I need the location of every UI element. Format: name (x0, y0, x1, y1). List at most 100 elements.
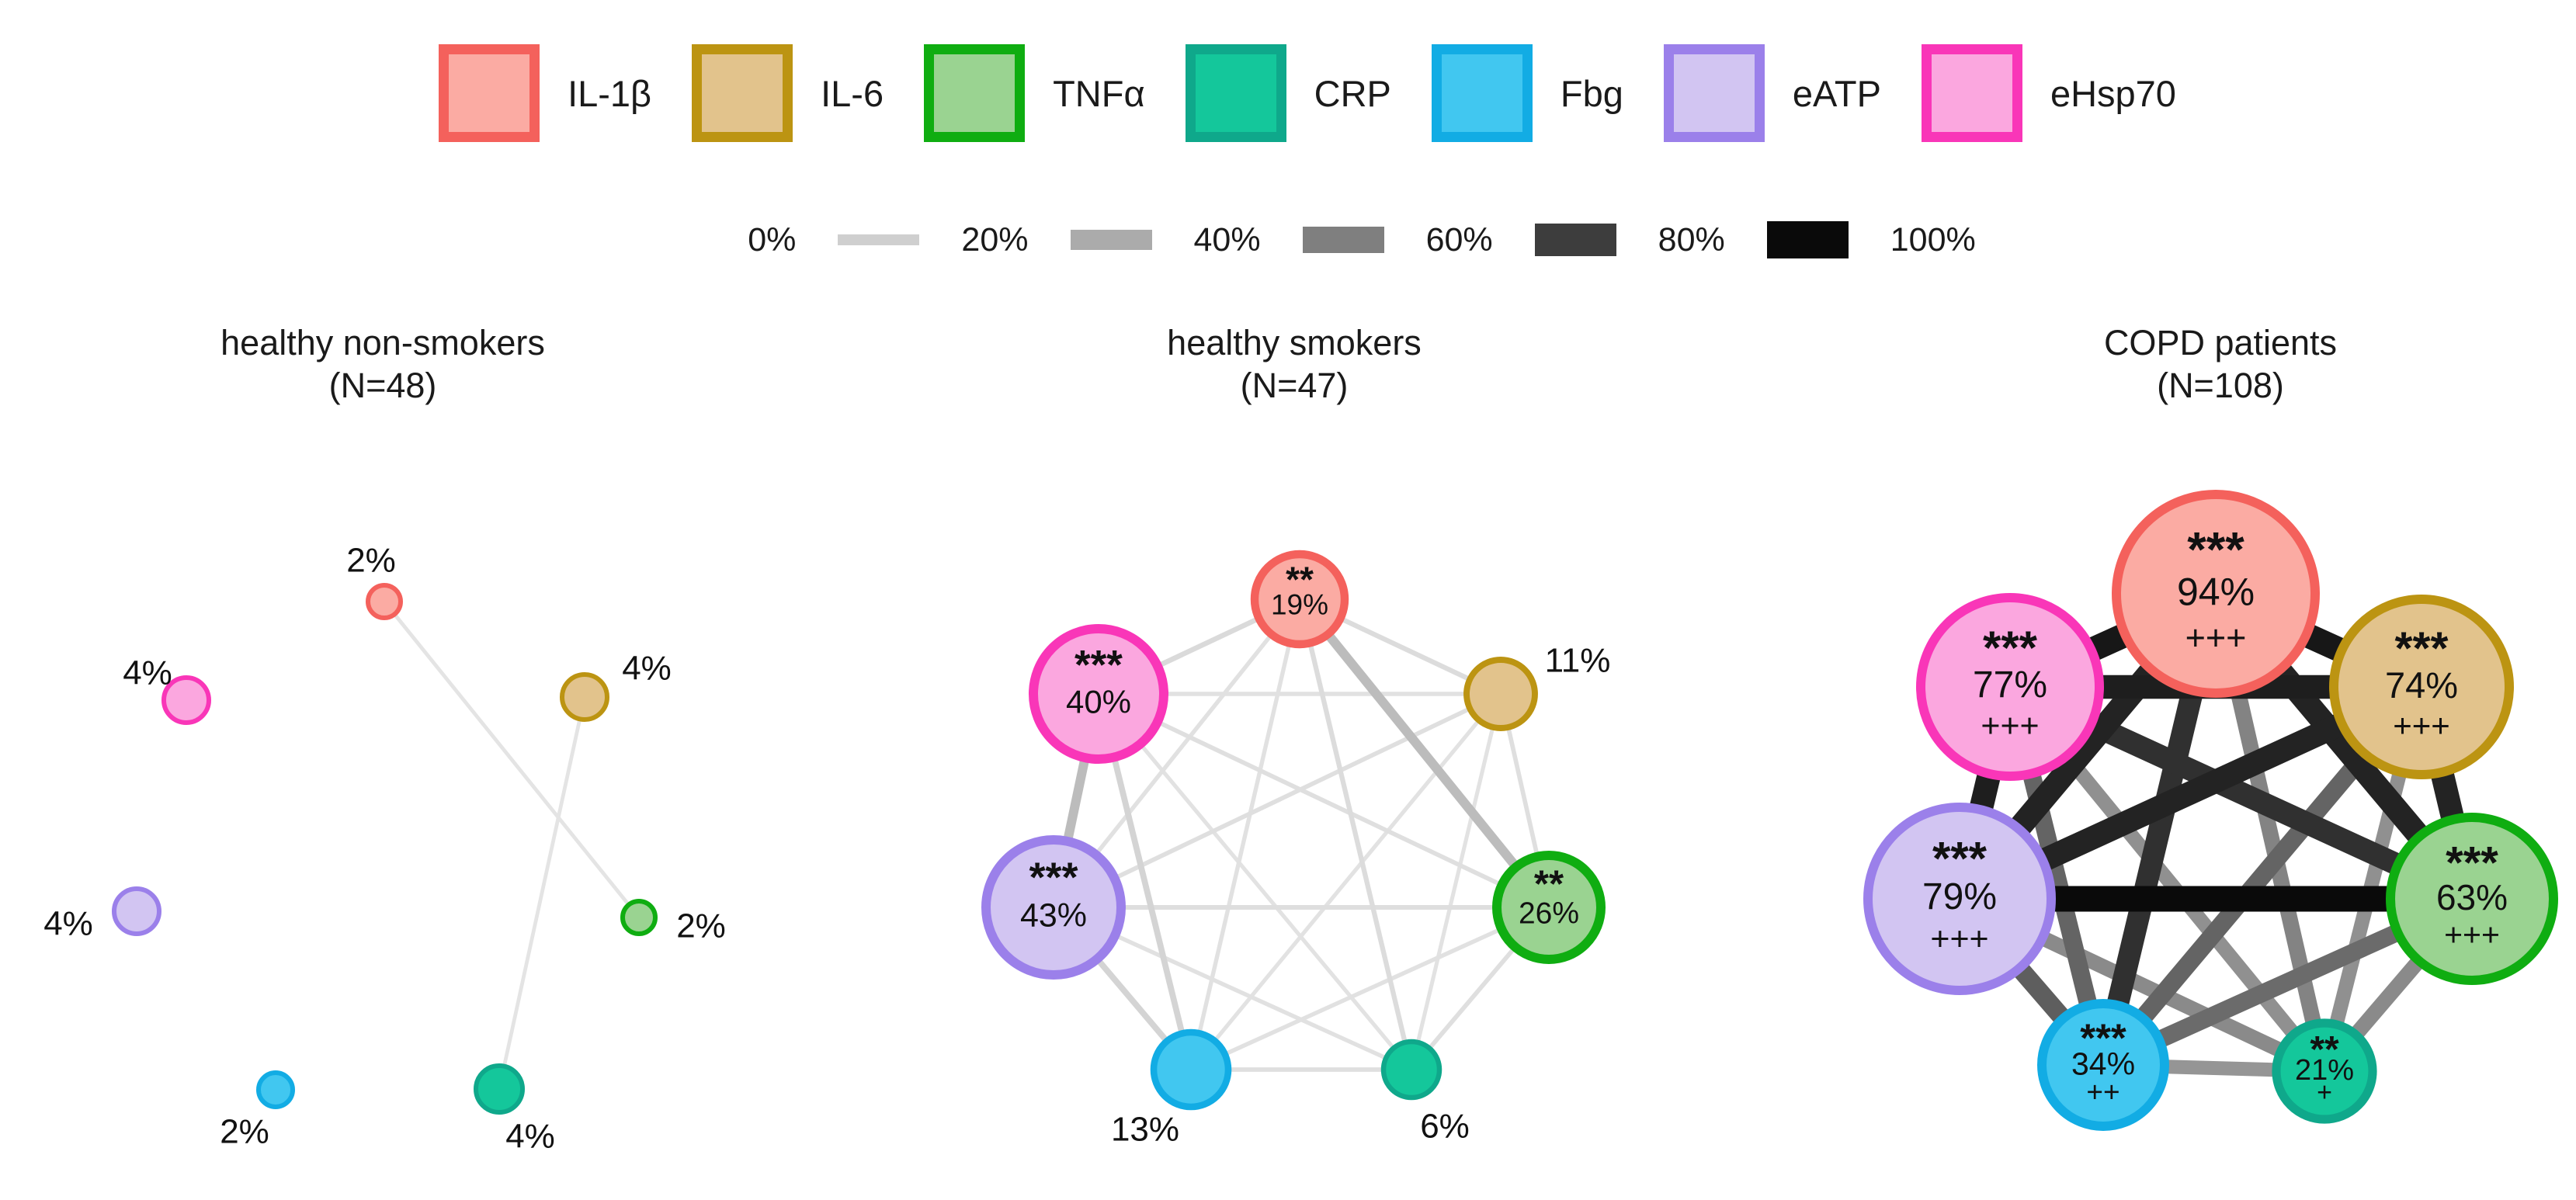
legend-marker-item: IL-1β (439, 44, 651, 142)
legend-marker-label: IL-1β (568, 72, 652, 114)
node-sig-label: *** (2187, 523, 2244, 577)
panel-title-healthy-smokers: healthy smokers (N=47) (984, 321, 1605, 407)
panel-title-line2: (N=108) (2157, 366, 2284, 405)
node-sig-label: *** (2446, 838, 2498, 888)
network-node (620, 899, 658, 936)
legend-marker-item: eATP (1663, 44, 1881, 142)
network-node (161, 675, 211, 725)
network-node (2037, 999, 2169, 1131)
network-edge (1097, 692, 1550, 910)
node-outside-label: 4% (505, 1118, 555, 1156)
node-pct-label: 74% (2385, 664, 2458, 706)
node-plus-label: +++ (1981, 708, 2039, 745)
network-edge (1052, 692, 1502, 910)
edge-scale-tick-label: 60% (1425, 220, 1493, 258)
node-pct-label: 77% (1973, 664, 2047, 706)
network-edge (1296, 596, 1553, 910)
network-node (366, 583, 403, 620)
node-sig-label: *** (1983, 622, 2038, 674)
node-plus-label: +++ (2444, 917, 2500, 952)
node-pct-label: 21% (2295, 1054, 2354, 1087)
network-edge (1189, 905, 1550, 1072)
legend-marker-swatch (692, 44, 793, 142)
node-sig-label: *** (1074, 643, 1123, 688)
legend-marker-swatch (1431, 44, 1533, 142)
node-pct-label: 26% (1519, 897, 1579, 931)
network-edge (1097, 692, 1413, 1071)
node-outside-label: 4% (622, 650, 672, 688)
panel-title-line1: healthy smokers (1167, 323, 1422, 362)
network-copd-patients: ***94%+++***74%+++***63%+++**21%+***34%+… (1863, 490, 2558, 1131)
legend-marker-item: IL-6 (692, 44, 884, 142)
node-sig-label: *** (1932, 833, 1988, 885)
node-sig-label: *** (1029, 855, 1078, 901)
network-node (560, 672, 609, 722)
edge-scale-tick-label: 80% (1658, 220, 1725, 258)
network-node (1863, 803, 2056, 995)
network-node (112, 886, 161, 936)
node-outside-label: 11% (1545, 642, 1611, 680)
legend-marker-label: Fbg (1560, 72, 1623, 114)
edge-scale-tick-label: 20% (961, 220, 1029, 258)
node-sig-label: *** (2080, 1016, 2126, 1060)
network-edge (383, 600, 641, 919)
node-sig-label: *** (2395, 623, 2449, 674)
panel-title-line2: (N=47) (1240, 366, 1349, 405)
legend-marker-label: eATP (1792, 72, 1881, 114)
node-outside-label: 2% (220, 1113, 269, 1151)
network-healthy-smokers: **19%11%**26%6%13%***43%***40% (981, 550, 1611, 1149)
node-pct-label: 40% (1066, 684, 1131, 720)
legend-marker-item: eHsp70 (1921, 44, 2176, 142)
legend-marker-swatch (1663, 44, 1765, 142)
node-outside-label: 6% (1420, 1108, 1470, 1146)
network-healthy-non-smokers: 2%4%2%4%2%4%4% (43, 542, 726, 1156)
legend-marker-swatch (439, 44, 540, 142)
network-node (1492, 851, 1606, 964)
node-outside-label: 4% (123, 654, 172, 692)
network-edge (1189, 692, 1502, 1071)
edge-scale-swatch (1766, 221, 1849, 258)
node-outside-label: 4% (43, 905, 93, 943)
network-node (1150, 1028, 1232, 1111)
network-node (2386, 813, 2558, 985)
edge-scale-swatch (1302, 227, 1384, 253)
legend-marker-swatch (1921, 44, 2022, 142)
panel-title-healthy-non-smokers: healthy non-smokers (N=48) (72, 321, 693, 407)
node-sig-label: ** (1286, 559, 1314, 599)
edge-scale-swatch (1070, 230, 1152, 250)
edge-scale-tick-label: 0% (748, 220, 797, 258)
network-node (981, 835, 1126, 980)
panel-title-copd-patients: COPD patients (N=108) (1910, 321, 2531, 407)
node-pct-label: 63% (2436, 877, 2508, 917)
legend-marker-label: eHsp70 (2050, 72, 2176, 114)
legend-marker-item: TNFα (924, 44, 1145, 142)
node-sig-label: ** (1534, 864, 1564, 906)
network-node (256, 1070, 295, 1109)
node-plus-label: + (2317, 1077, 2332, 1107)
node-color-legend: IL-1β IL-6 TNFα CRP Fbg eATP eHsp70 (19, 35, 2576, 151)
node-pct-label: 79% (1922, 876, 1997, 917)
legend-marker-label: CRP (1314, 72, 1391, 114)
node-plus-label: +++ (2393, 707, 2450, 744)
legend-marker-swatch (924, 44, 1026, 142)
network-node (1250, 550, 1349, 649)
network-edge (1409, 693, 1503, 1070)
network-node (1463, 657, 1538, 731)
network-node (1029, 624, 1168, 764)
node-sig-label: ** (2310, 1029, 2339, 1070)
legend-marker-label: IL-6 (821, 72, 884, 114)
edge-weight-legend: 0%20%40%60%80%100% (74, 207, 2576, 272)
node-plus-label: +++ (1930, 921, 1988, 958)
panel-title-line1: healthy non-smokers (220, 323, 545, 362)
edge-scale-tick-label: 100% (1890, 220, 1976, 258)
node-outside-label: 2% (676, 907, 726, 945)
node-pct-label: 43% (1020, 897, 1087, 934)
legend-marker-item: Fbg (1431, 44, 1623, 142)
node-pct-label: 34% (2071, 1046, 2135, 1081)
node-outside-label: 13% (1111, 1111, 1179, 1149)
network-node (1916, 593, 2104, 781)
node-plus-label: ++ (2086, 1076, 2119, 1108)
panel-title-line2: (N=48) (328, 366, 437, 405)
